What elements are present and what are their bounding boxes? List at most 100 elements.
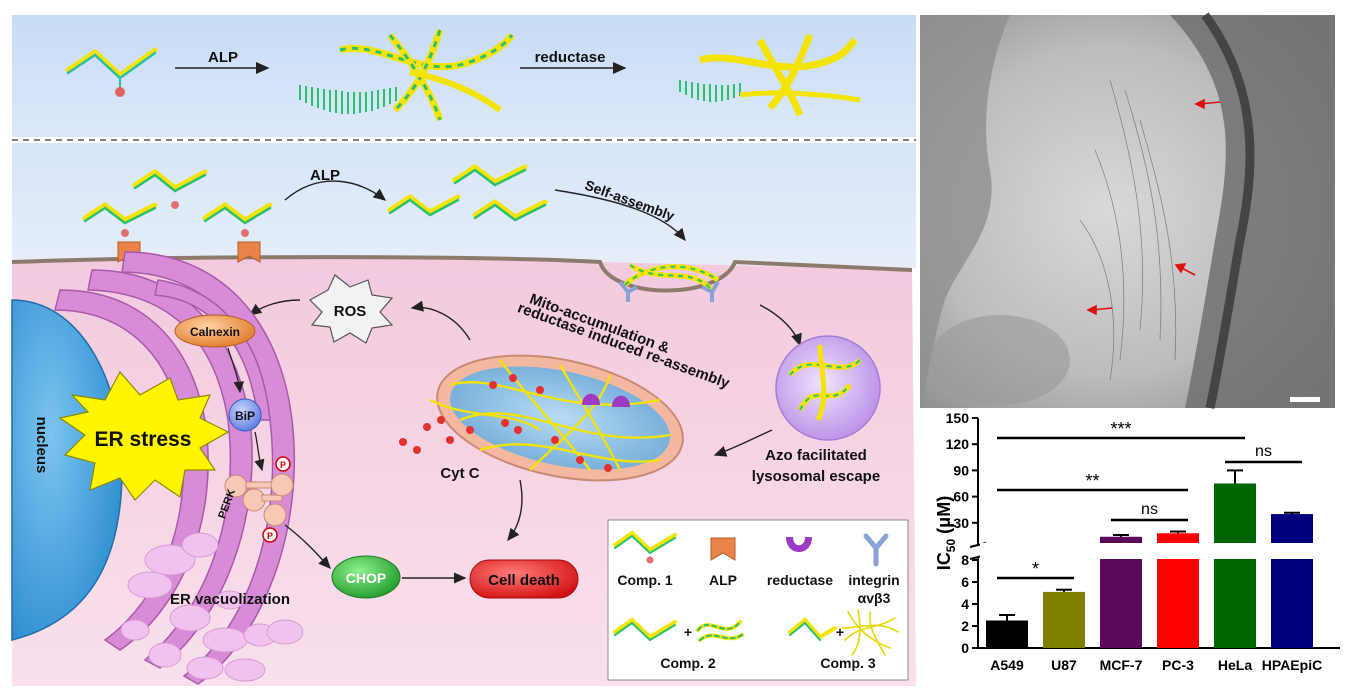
legend-integrin-label-line2: αvβ3 <box>858 590 891 606</box>
legend-comp3-label: Comp. 3 <box>820 655 875 671</box>
y-tick-label: 8 <box>961 552 969 568</box>
extracellular-background <box>12 143 916 268</box>
nanofiber-assembly-top <box>299 28 515 122</box>
bip-node: BiP <box>228 398 262 432</box>
nucleus: nucleus <box>11 299 123 641</box>
alp-arrow-label: ALP <box>208 49 238 66</box>
reassembled-fiber-top <box>679 33 861 117</box>
legend-reductase-label: reductase <box>767 572 833 588</box>
ros-label: ROS <box>334 303 367 320</box>
significance-brackets: ***ns***ns <box>997 419 1302 580</box>
phosphate-icon <box>241 229 249 237</box>
legend-comp3-icon <box>788 609 899 656</box>
y-tick-label: 4 <box>961 596 969 612</box>
ros-to-calnexin-arrow <box>248 299 301 316</box>
bip-to-perk-arrow <box>254 431 265 472</box>
x-tick-label: PC-3 <box>1162 657 1194 673</box>
significance-label: ns <box>1255 443 1272 460</box>
self-assembly-arrow <box>554 189 686 242</box>
tem-micrograph <box>920 12 1335 409</box>
y-axis-title: IC50 (μM) <box>934 496 958 570</box>
alp-cleavage-label: ALP <box>310 167 340 184</box>
x-tick-label: A549 <box>990 657 1024 673</box>
legend-plus: + <box>836 624 844 640</box>
cell-death-label: Cell death <box>488 572 560 589</box>
chop-label: CHOP <box>346 570 386 586</box>
bar-HeLa <box>1214 483 1256 648</box>
bip-label: BiP <box>235 409 255 423</box>
chop-node: CHOP <box>331 555 401 599</box>
x-tick-label: MCF-7 <box>1100 657 1143 673</box>
legend-integrin-icon <box>863 533 889 567</box>
y-tick-label: 150 <box>946 410 970 426</box>
phospho-label: P <box>280 460 286 470</box>
y-tick-label: 0 <box>961 640 969 656</box>
alp-enzyme-icon <box>237 241 261 263</box>
legend-comp2-label: Comp. 2 <box>660 655 715 671</box>
calnexin-to-bip-arrow <box>227 347 244 394</box>
cyt-c-label: Cyt C <box>440 465 479 482</box>
legend-comp1-icon <box>613 530 677 564</box>
legend-reductase-icon <box>786 537 812 552</box>
bar-U87 <box>1043 591 1085 648</box>
y-tick-label: 30 <box>953 515 969 531</box>
legend-box: Comp. 1 ALP reductase integrin αvβ3 + Co… <box>607 519 909 681</box>
significance-label: * <box>1032 559 1039 579</box>
phosphate-icon <box>121 229 129 237</box>
bar-A549 <box>986 620 1028 648</box>
cytochrome-c-dots <box>399 374 612 472</box>
endosome-arrow <box>759 304 802 347</box>
y-tick-label: 120 <box>946 436 970 452</box>
scale-bar <box>1290 397 1320 402</box>
y-tick-label: 60 <box>953 489 969 505</box>
calnexin-label: Calnexin <box>190 325 240 339</box>
azo-escape-label-line2: lysosomal escape <box>752 468 880 485</box>
ros-arrow <box>410 300 471 341</box>
azo-escape-label-line1: Azo facilitated <box>765 447 867 464</box>
perk-node: PERK P P <box>216 456 294 543</box>
reductase-arrow-label: reductase <box>535 49 606 66</box>
fiber-indicator-arrows <box>1086 98 1221 316</box>
er-vacuolization-label: ER vacuolization <box>170 591 290 608</box>
legend-comp1-label: Comp. 1 <box>617 572 672 588</box>
top-panel-background <box>12 15 916 137</box>
mechanism-schematic: ALP reductase <box>11 15 916 686</box>
x-tick-label: HPAEpiC <box>1262 657 1322 673</box>
cell-death-node: Cell death <box>469 559 579 599</box>
ros-burst: ROS <box>309 274 394 344</box>
y-tick-label: 6 <box>961 574 969 590</box>
calnexin-node: Calnexin <box>174 314 256 348</box>
y-tick-label: 2 <box>961 618 969 634</box>
legend-integrin-label-line1: integrin <box>848 572 899 588</box>
perk-to-chop-arrow <box>284 524 331 570</box>
reductase-icon <box>612 395 630 407</box>
legend-plus: + <box>684 624 692 640</box>
er-stress-burst: ER stress <box>58 370 230 501</box>
significance-label: ** <box>1085 471 1099 491</box>
reductase-icon <box>582 393 600 405</box>
x-tick-label: HeLa <box>1218 657 1252 673</box>
bars <box>980 469 1340 648</box>
phosphate-icon <box>171 201 179 209</box>
alp-cleavage-arrow <box>284 180 387 201</box>
dephosphorylated-molecules <box>387 163 548 222</box>
comp1-molecules-extracellular <box>82 168 273 225</box>
phospho-icon <box>262 527 278 543</box>
axis-break-band <box>980 543 1340 559</box>
legend-alp-label: ALP <box>709 572 737 588</box>
legend-comp2-icon <box>613 617 744 642</box>
integrin-icon <box>701 280 720 302</box>
mitochondrion <box>429 354 684 482</box>
bar-HPAEpiC <box>1271 514 1313 648</box>
mito-to-death-arrow <box>507 479 523 542</box>
er-vesicles <box>120 532 304 682</box>
phospho-label: P <box>267 531 273 541</box>
endocytic-vesicle <box>618 262 720 302</box>
comp1-molecule-top <box>65 47 158 97</box>
phospho-icon <box>275 456 291 472</box>
lysosome <box>775 335 881 441</box>
significance-label: ns <box>1141 501 1158 518</box>
significance-label: *** <box>1110 419 1131 439</box>
